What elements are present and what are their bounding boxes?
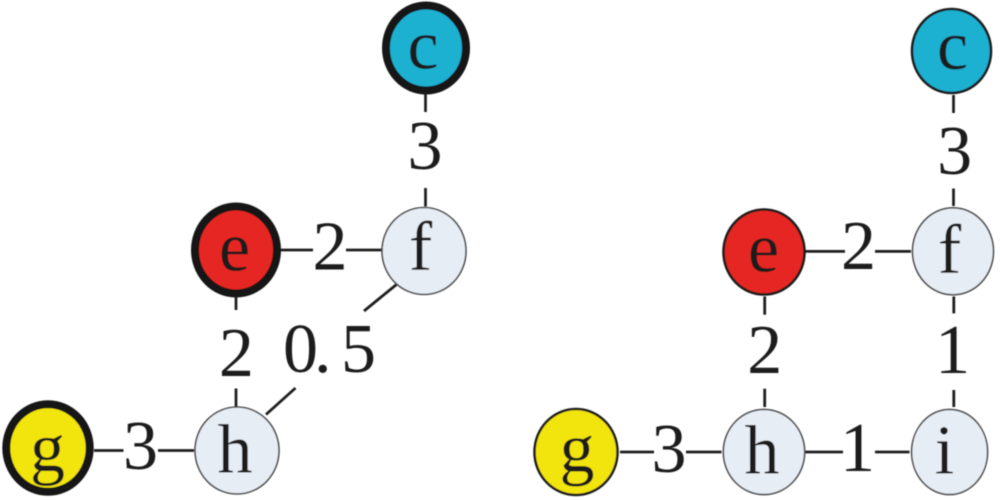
svg-text:c: c [407,8,438,85]
svg-text:3: 3 [123,408,158,485]
svg-text:f: f [409,209,433,286]
svg-text:3: 3 [408,108,443,185]
svg-text:c: c [937,8,968,85]
svg-text:0. 5: 0. 5 [283,311,374,388]
svg-text:2: 2 [219,315,254,392]
svg-text:3: 3 [937,113,972,190]
svg-text:e: e [219,210,250,287]
svg-text:g: g [30,410,65,487]
svg-text:e: e [748,211,779,288]
svg-text:1: 1 [935,312,970,389]
svg-text:3: 3 [652,411,687,488]
svg-text:h: h [745,413,780,490]
svg-text:1: 1 [840,410,875,487]
svg-text:2: 2 [313,209,348,286]
svg-text:2: 2 [747,312,782,389]
svg-text:h: h [218,412,253,489]
svg-text:2: 2 [841,208,876,285]
svg-text:g: g [560,411,595,488]
svg-text:i: i [935,413,954,490]
svg-text:f: f [938,212,962,289]
